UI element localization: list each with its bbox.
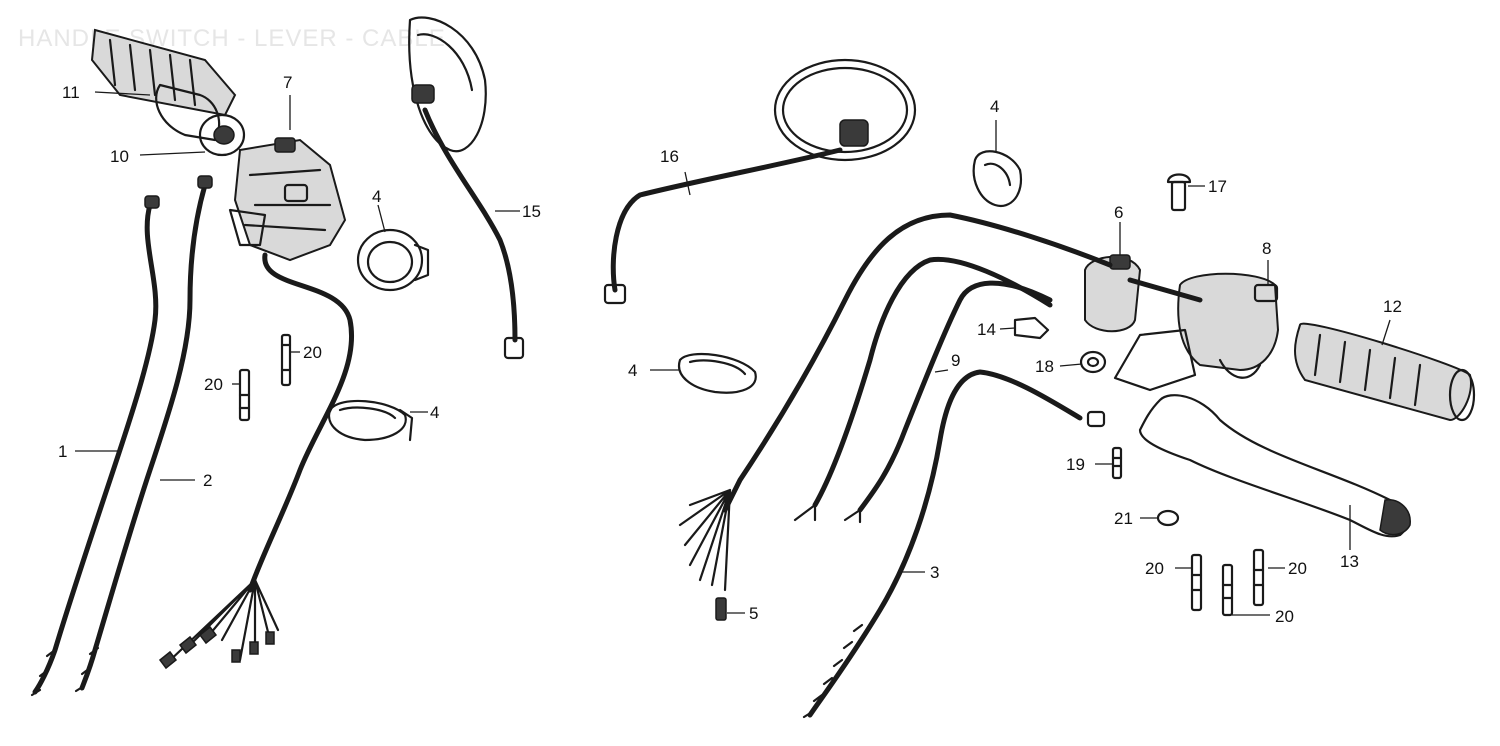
bolt-19: [1111, 446, 1123, 480]
callout-3: 3: [930, 563, 939, 582]
mirror-left: [408, 16, 525, 360]
callout-4-left-upper: 4: [372, 187, 381, 206]
callout-4-right-lower: 4: [628, 361, 637, 380]
callout-11: 11: [62, 83, 80, 102]
clamp-band-right-top: [972, 150, 1023, 208]
cable-2: [74, 175, 213, 693]
callout-9: 9: [951, 351, 960, 370]
clip-14: [1013, 316, 1050, 340]
nut-21: [1156, 509, 1180, 527]
bolt-left-b: [238, 368, 251, 422]
callout-17: 17: [1208, 177, 1227, 196]
callout-15: 15: [522, 202, 541, 221]
callout-16: 16: [660, 147, 679, 166]
grip-collar: [198, 113, 246, 157]
washer-18: [1079, 350, 1107, 374]
bolt-right-c: [1252, 548, 1265, 607]
callout-5: 5: [749, 604, 758, 623]
callout-20-left-b: 20: [204, 375, 223, 394]
right-grip: [1294, 322, 1476, 422]
left-switch-harness: [158, 252, 354, 670]
callout-6: 6: [1114, 203, 1123, 222]
callout-8: 8: [1262, 239, 1271, 258]
right-switch-housing: [1084, 254, 1142, 333]
bolt-right-a: [1190, 553, 1203, 612]
callout-10: 10: [110, 147, 129, 166]
callout-19: 19: [1066, 455, 1085, 474]
mirror-right: [603, 58, 917, 305]
callout-20-right-c: 20: [1288, 559, 1307, 578]
handlebar-tube: [1127, 277, 1203, 303]
cable-1: [30, 195, 160, 697]
callout-4-right-top: 4: [990, 97, 999, 116]
callout-2: 2: [203, 471, 212, 490]
callout-20-right-b: 20: [1275, 607, 1294, 626]
callout-18: 18: [1035, 357, 1054, 376]
callout-7: 7: [283, 73, 292, 92]
callout-1: 1: [58, 442, 67, 461]
diagram-title: HANDLE SWITCH - LEVER - CABLE: [18, 25, 446, 52]
callout-20-left-a: 20: [303, 343, 322, 362]
right-switch-harness: [678, 212, 1113, 621]
throttle-cable-9: [793, 256, 1053, 524]
left-handle-switch: [228, 137, 347, 262]
clamp-band-right-lower: [677, 352, 757, 394]
clamp-band-left-lower: [327, 399, 414, 442]
screw-17: [1166, 173, 1192, 212]
cable-3: [802, 369, 1106, 719]
callout-4-left-lower: 4: [430, 403, 439, 422]
callout-21: 21: [1114, 509, 1133, 528]
brake-lever: [1138, 394, 1411, 538]
bolt-left-a: [280, 333, 292, 387]
callout-20-right-a: 20: [1145, 559, 1164, 578]
bolt-right-b: [1221, 563, 1234, 617]
callout-13: 13: [1340, 552, 1359, 571]
throttle-housing: [1113, 272, 1280, 392]
callout-labels: 11 10 7 4 15 20 20 4 1 2 16 4 17 6 8 12 …: [58, 73, 1402, 626]
leader-lines: [75, 91, 1391, 616]
clamp-band-left-upper: [356, 228, 430, 292]
callout-14: 14: [977, 320, 996, 339]
callout-12: 12: [1383, 297, 1402, 316]
